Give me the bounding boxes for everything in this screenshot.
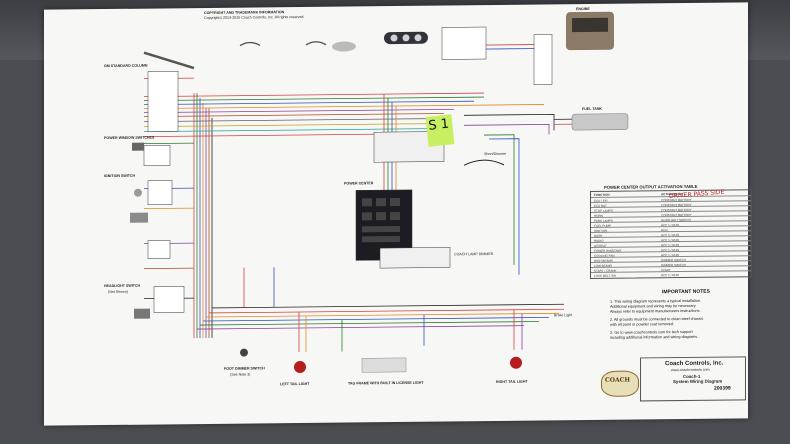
steering-column-image (143, 51, 195, 70)
wire-layer (130, 11, 629, 374)
fuel-tank-label: FUEL TANK (582, 106, 603, 112)
activation-table-title: POWER CENTER OUTPUT ACTIVATION TABLE (604, 183, 698, 190)
ignition-connector (147, 180, 173, 205)
coach-lamp-label: COACH LAMP DIMMER (454, 251, 494, 257)
right-connector (533, 34, 553, 85)
headlight-connector (153, 285, 185, 313)
engine-connector (441, 26, 487, 60)
dimmer-switch-image (240, 348, 248, 357)
headlight-label: HEADLIGHT SWITCH (104, 283, 141, 289)
shortcut-label: Short/Dimmer (484, 151, 507, 157)
dimmer-label: FOOT DIMMER SWITCH (224, 366, 265, 371)
engine-top (572, 17, 608, 33)
headlight-sub: (Not Shown) (108, 289, 128, 295)
window-label: POWER WINDOW SWITCHES (104, 135, 155, 141)
left-tail-label: LEFT TAIL LIGHT (280, 381, 310, 387)
dash-connector (147, 240, 171, 259)
table-cell-activated: ACC 1 / RUN (661, 273, 679, 278)
brake-light-label: Brake Light (554, 313, 573, 318)
power-window-image (132, 142, 144, 151)
table-row: LOCK BELT SW ACC 1 / RUN (591, 270, 751, 278)
ignition-image (134, 188, 142, 197)
right-tail-light-image (510, 356, 522, 369)
window-connector (143, 145, 171, 166)
right-tail-label: RIGHT TAIL LIGHT (496, 379, 528, 384)
horn-image (332, 41, 356, 52)
coach-logo: COACH (601, 370, 639, 397)
table-cell-function: LOCK BELT SW (594, 273, 616, 278)
power-center-connectors (379, 247, 451, 269)
column-connector (147, 71, 179, 132)
sticky-note-text: S 1 (427, 116, 450, 134)
part-number: 200399 (714, 385, 731, 392)
headlight-switch-image (134, 308, 150, 319)
left-tail-light-image (294, 361, 306, 374)
notes-title: IMPORTANT NOTES (662, 288, 710, 296)
tag-frame-image (361, 357, 407, 373)
ignition-label: IGNITION SWITCH (104, 173, 136, 179)
sticky-note: S 1 (425, 114, 455, 147)
fuse-block-top (373, 131, 445, 163)
wiring-diagram-sheet: COPYRIGHT AND TRADEMARK INFORMATION Copy… (44, 2, 752, 426)
logo-text: COACH (605, 376, 631, 384)
fuel-tank-image (571, 113, 629, 131)
diagram-title: System Wiring Diagram (673, 378, 723, 385)
power-center-label: POWER CENTER (344, 181, 374, 186)
column-switch-image (130, 212, 148, 223)
dimmer-sub: (See Note 3) (230, 372, 251, 377)
engine-label: ENGINE (576, 6, 590, 12)
title-block: Coach Controls, Inc. www.coachcontrols.c… (640, 356, 746, 402)
company-name: Coach Controls, Inc. (665, 360, 724, 368)
power-center-relays (362, 197, 400, 243)
company-web: www.coachcontrols.com (671, 367, 710, 373)
column-label: GM STANDARD COLUMN (104, 63, 148, 69)
